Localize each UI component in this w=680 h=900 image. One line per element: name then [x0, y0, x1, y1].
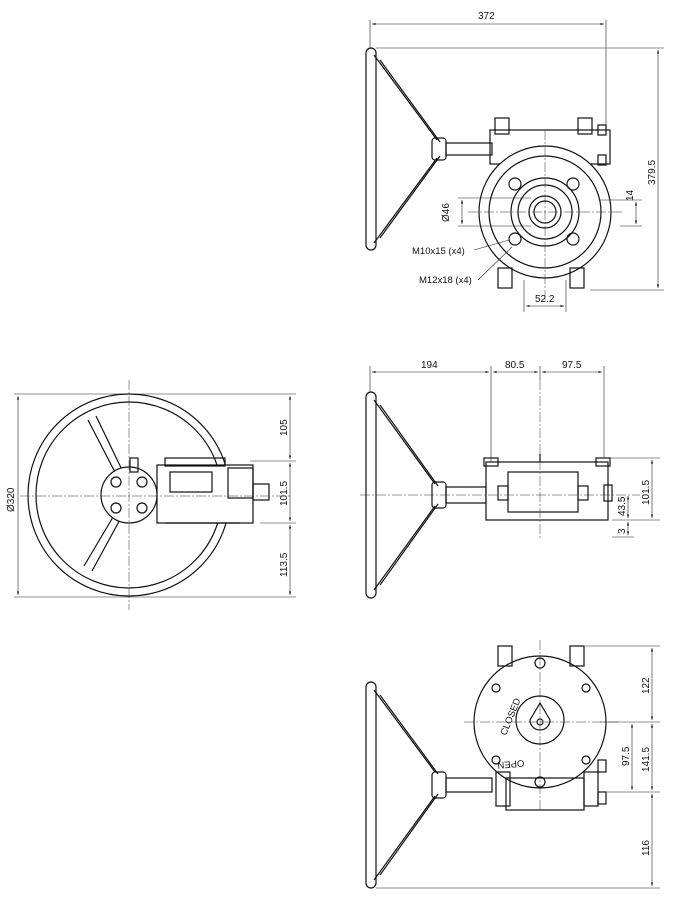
- bottom-view: CLOSED OPEN 122 97.5 141.5 116: [365, 640, 660, 889]
- bottom-dim-a: 122: [641, 677, 652, 694]
- gearbox-body-top: [468, 117, 622, 300]
- top-width-dim: 372: [478, 11, 495, 22]
- bolt-label-b: M12x18 (x4): [419, 275, 472, 286]
- left-dim-mid: 101.5: [279, 481, 290, 506]
- left-dim-bottom: 113.5: [279, 552, 290, 577]
- gearbox-body-front: [483, 454, 613, 521]
- front-dim-offset: 43.5: [617, 496, 628, 516]
- bolt-label-a: M10x15 (x4): [412, 246, 465, 257]
- front-dim-small: 3: [617, 528, 628, 534]
- bore-dim: Ø46: [441, 203, 452, 222]
- top-view: 372 379.5 Ø46 14 M10x15 (x4) M12x18 (x4)…: [365, 11, 664, 312]
- front-dim-a: 194: [421, 360, 438, 371]
- bottom-dim-b: 97.5: [621, 746, 632, 766]
- wheel-dia-dim: Ø320: [6, 487, 17, 512]
- bottom-dim-d: 116: [641, 840, 652, 856]
- gearbox-body-left: [129, 457, 270, 524]
- top-height-dim: 379.5: [647, 160, 658, 185]
- flange-dim: 52.2: [535, 294, 555, 305]
- front-view: 194 80.5 97.5 101.5 43.5 3: [360, 360, 660, 599]
- left-view: Ø320 105 101.5 113.5: [6, 380, 296, 610]
- front-dim-c: 97.5: [562, 360, 582, 371]
- bottom-dim-c: 141.5: [641, 747, 652, 772]
- front-dim-height: 101.5: [641, 480, 652, 505]
- handwheel-side-bottom: [365, 681, 493, 889]
- label-open: OPEN: [497, 757, 525, 770]
- handwheel-side: [365, 47, 493, 251]
- handwheel-side-front: [365, 391, 487, 599]
- small-dim: 14: [625, 189, 636, 201]
- front-dim-b: 80.5: [505, 360, 525, 371]
- left-dim-top: 105: [279, 419, 290, 436]
